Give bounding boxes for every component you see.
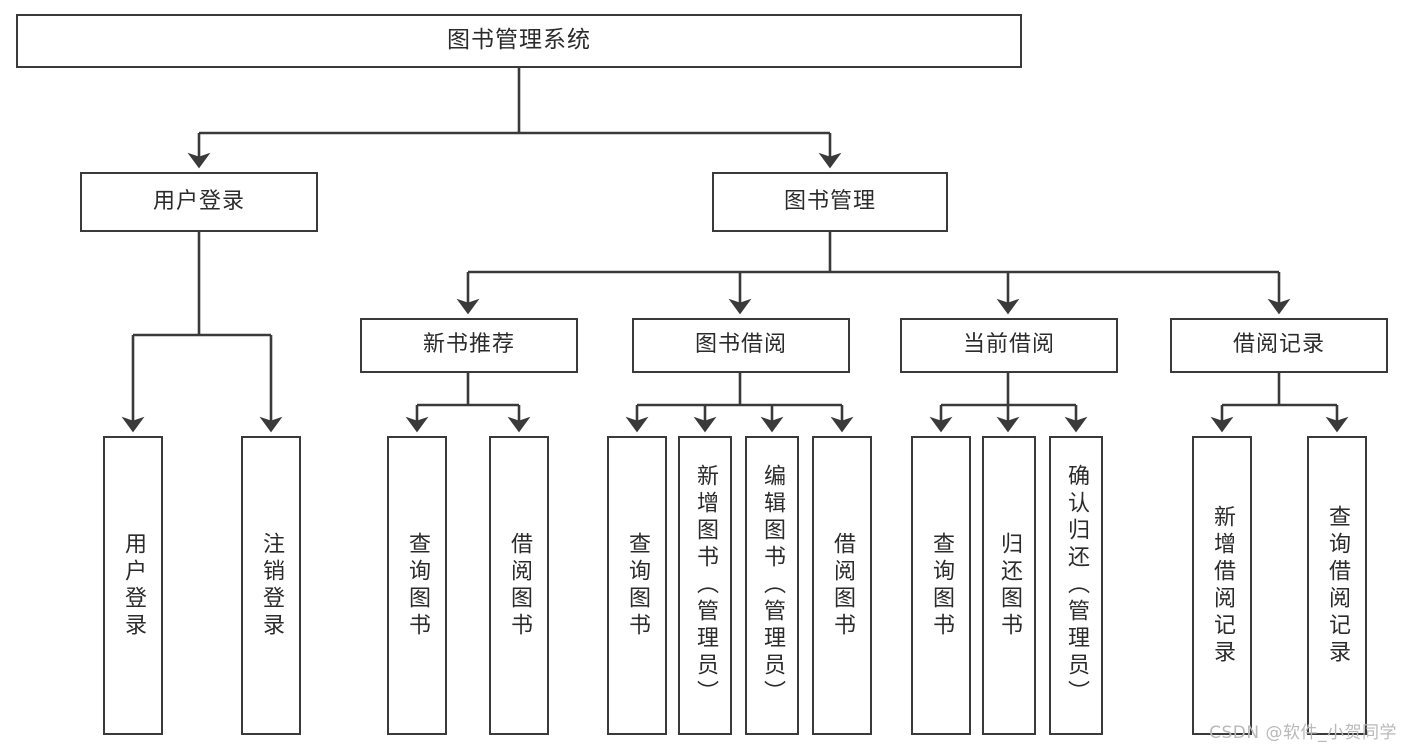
node-label: 借阅图书: [830, 531, 855, 640]
node-label: 借阅记录: [1232, 332, 1325, 358]
leaf-edit-book-admin[interactable]: 编辑图书（管理员）: [745, 436, 799, 735]
leaf-borrow-book-recommend[interactable]: 借阅图书: [489, 436, 549, 735]
leaf-user-logout[interactable]: 注销登录: [241, 436, 301, 735]
node-label: 图书管理系统: [447, 27, 591, 54]
node-root-book-management-system[interactable]: 图书管理系统: [16, 14, 1022, 68]
node-new-book-recommend[interactable]: 新书推荐: [360, 318, 578, 373]
node-label: 查询图书: [929, 531, 954, 640]
node-user-login[interactable]: 用户登录: [80, 172, 318, 232]
leaf-add-book-admin[interactable]: 新增图书（管理员）: [678, 436, 732, 735]
node-label: 新书推荐: [422, 332, 515, 358]
leaf-add-borrow-record[interactable]: 新增借阅记录: [1192, 436, 1252, 735]
leaf-confirm-return-admin[interactable]: 确认归还（管理员）: [1049, 436, 1103, 735]
leaf-return-book[interactable]: 归还图书: [982, 436, 1036, 735]
leaf-borrow-book[interactable]: 借阅图书: [812, 436, 872, 735]
node-book-manage[interactable]: 图书管理: [712, 172, 948, 232]
node-label: 查询图书: [405, 531, 430, 640]
node-label: 新增图书（管理员）: [693, 464, 718, 707]
node-label: 用户登录: [152, 188, 245, 214]
leaf-query-borrow-record[interactable]: 查询借阅记录: [1307, 436, 1367, 735]
leaf-user-login[interactable]: 用户登录: [103, 436, 163, 735]
node-label: 图书借阅: [694, 332, 787, 358]
leaf-query-book-recommend[interactable]: 查询图书: [387, 436, 447, 735]
node-label: 编辑图书（管理员）: [760, 464, 785, 707]
node-label: 查询借阅记录: [1325, 504, 1350, 667]
node-current-borrow[interactable]: 当前借阅: [900, 318, 1118, 373]
node-label: 归还图书: [997, 531, 1022, 640]
node-book-borrow[interactable]: 图书借阅: [632, 318, 850, 373]
node-label: 注销登录: [259, 531, 284, 640]
leaf-query-book-current[interactable]: 查询图书: [911, 436, 971, 735]
node-borrow-record[interactable]: 借阅记录: [1170, 318, 1388, 373]
leaf-query-book-borrow[interactable]: 查询图书: [607, 436, 667, 735]
node-label: 用户登录: [121, 531, 146, 640]
node-label: 查询图书: [625, 531, 650, 640]
node-label: 图书管理: [783, 188, 876, 214]
node-label: 借阅图书: [507, 531, 532, 640]
node-label: 当前借阅: [962, 332, 1055, 358]
node-label: 确认归还（管理员）: [1064, 464, 1089, 707]
node-label: 新增借阅记录: [1210, 504, 1235, 667]
